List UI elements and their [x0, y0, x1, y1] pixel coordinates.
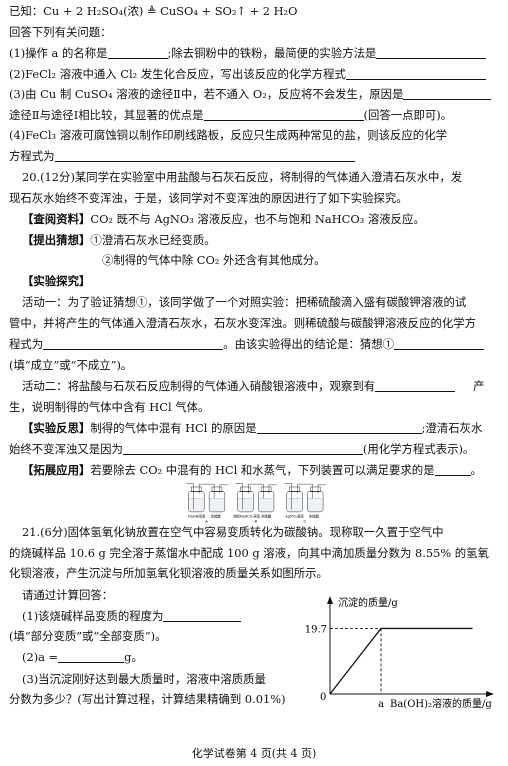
reagent-label: NaOH溶液 [188, 514, 206, 519]
experiment-title: 【实验探究】 [22, 274, 91, 288]
q21-part3b: 分数为多少？(写出计算过程，计算结果精确到 0.01%) [9, 692, 286, 706]
q1-line: (1)操作 a 的名称是;除去铜粉中的铁粉，最简便的实验方法是 [9, 47, 487, 59]
q21-stem: 21.(6分)固体氢氧化钠放置在空气中容易变质转化为碳酸钠。现称取一久置于空气中 [22, 525, 444, 539]
option-label: C [303, 520, 306, 524]
known-equation: 已知：Cu + 2 H₂SO₄(浓) ≜ CuSO₄ + SO₂↑ + 2 H₂… [9, 4, 298, 18]
activity-two: 活动二：将盐酸与石灰石反应制得的气体通入硝酸银溶液中，观察到有产 [22, 379, 485, 393]
q21-part2-label: (2)a = [22, 650, 59, 664]
option-label: A [204, 520, 208, 524]
page-footer: 化学试卷第 4 页(共 4 页) [191, 747, 317, 760]
q2-line: (2)FeCl₂ 溶液中通入 Cl₂ 发生化合反应，写出该反应的化学方程式 [9, 68, 486, 80]
q4-line2: 方程式为 [9, 150, 355, 162]
answer-blank[interactable] [345, 69, 486, 80]
bottle-right [258, 484, 275, 513]
q4-line: (4)FeCl₃ 溶液可腐蚀铜以制作印刷线路板，反应只生成两种常见的盐，则该反应… [9, 128, 447, 142]
reagent-label: 浓硫酸 [261, 514, 272, 519]
bottle-left [286, 483, 303, 513]
series-line [329, 627, 473, 695]
q21-prompt: 请通过计算回答： [22, 588, 114, 602]
answer-blank[interactable] [203, 110, 364, 121]
answer-blank[interactable] [256, 423, 422, 434]
q21-part1b: (填“部分变质”或“全部变质”)。 [9, 629, 167, 643]
x-axis-arrow [486, 691, 494, 697]
precipitate-chart: 19.7 a 0 沉淀的质量/gBa(OH)₂溶液的质量/g [305, 596, 494, 710]
extension: 【拓展应用】若要除去 CO₂ 中混有的 HCl 和水蒸气，下列装置可以满足要求的… [22, 463, 482, 477]
activity-one-3: 程式为。由该实验得出的结论是：猜想① [9, 338, 485, 350]
q21-stem3: 化钡溶液，产生沉淀与所加氢氧化钡溶液的质量关系如图所示。 [9, 566, 328, 580]
q3-line2: 途径Ⅱ与途径Ⅰ相比较，其显著的优点是(回答一点即可)。 [9, 108, 453, 122]
option-label: B [254, 520, 257, 524]
apparatus-figure: NaOH溶液 浓硫酸 A 饱和NaHCO₃溶液 [186, 483, 326, 524]
x-tick-label: a [378, 699, 384, 710]
activity-one-4: (填“成立”或“不成立”)。 [9, 358, 133, 372]
reagent-label: 饱和NaHCO₃溶液 [233, 514, 260, 519]
instruction: 回答下列有关问题： [9, 25, 112, 39]
reagent-label: AgNO₃溶液 [284, 514, 304, 519]
reagent-label: 浓硫酸 [211, 514, 222, 519]
activity-one-2: 管中，并将产生的气体通入澄清石灰水，石灰水变浑浊。则稀硫酸与碳酸钾溶液反应的化学… [9, 316, 477, 330]
lookup-info: 【查阅资料】CO₂ 既不与 AgNO₃ 溶液反应，也不与饱和 NaHCO₃ 溶液… [22, 212, 425, 226]
answer-blank[interactable] [58, 652, 125, 663]
answer-blank[interactable] [394, 339, 485, 350]
activity-one: 活动一：为了验证猜想①，该同学做了一个对照实验：把稀硫酸滴入盛有碳酸钾溶液的试 [22, 295, 467, 309]
reflection: 【实验反思】制得的气体中混有 HCl 的原因是;澄清石灰水 [22, 421, 483, 435]
answer-blank[interactable] [403, 89, 492, 100]
q21-stem2: 的烧碱样品 10.6 g 完全溶于蒸馏水中配成 100 g 溶液，向其中滴加质量… [9, 546, 489, 560]
bottle-left [188, 483, 205, 513]
hypothesis: 【提出猜想】①澄清石灰水已经变质。 [22, 233, 216, 247]
apparatus-b: 饱和NaHCO₃溶液 浓硫酸 B [233, 483, 277, 524]
q21-part1: (1)该烧碱样品变质的程度为 [22, 610, 242, 622]
apparatus-c: AgNO₃溶液 浓硫酸 C [284, 483, 326, 524]
q21-part2: (2)a = g。 [22, 650, 143, 664]
activity-two-2: 生，说明制得的气体中含有 HCl 气体。 [9, 400, 210, 414]
answer-blank[interactable] [43, 339, 224, 350]
y-axis-arrow [327, 596, 333, 604]
answer-blank[interactable] [375, 381, 456, 392]
answer-blank[interactable] [376, 48, 487, 59]
y-tick-label: 19.7 [305, 624, 327, 635]
reagent-label: 浓硫酸 [309, 514, 320, 519]
bottle-right [307, 484, 324, 513]
y-axis-label: 沉淀的质量/g [338, 596, 398, 609]
q21-part2-unit: g。 [124, 650, 143, 664]
bottle-left [237, 483, 254, 513]
q3-line: (3)由 Cu 制 CuSO₄ 溶液的途径Ⅱ中，若不通入 O₂，反应将不会发生，… [9, 88, 492, 100]
reflection-2: 始终不变浑浊又是因为(用化学方程式表示)。 [9, 442, 475, 456]
q21-part3: (3)当沉淀刚好达到最大质量时，溶液中溶质质量 [22, 672, 266, 686]
answer-blank[interactable] [54, 151, 355, 162]
bottle-right [208, 484, 226, 513]
answer-blank[interactable] [107, 48, 168, 59]
apparatus-a: NaOH溶液 浓硫酸 A [186, 483, 228, 524]
hypothesis-2: ②制得的气体中除 CO₂ 外还含有其他成分。 [102, 253, 326, 267]
q20-stem2: 现石灰水始终不变浑浊，于是，该同学对不变浑浊的原因进行了如下实验探究。 [9, 191, 408, 205]
q20-stem: 20.(12分)某同学在实验室中用盐酸与石灰石反应，将制得的气体通入澄清石灰水中… [22, 170, 463, 184]
answer-blank[interactable] [122, 444, 363, 455]
answer-blank[interactable] [163, 611, 242, 622]
answer-blank[interactable] [434, 465, 471, 476]
x-axis-label: Ba(OH)₂溶液的质量/g [390, 697, 492, 710]
origin-label: 0 [320, 692, 326, 703]
